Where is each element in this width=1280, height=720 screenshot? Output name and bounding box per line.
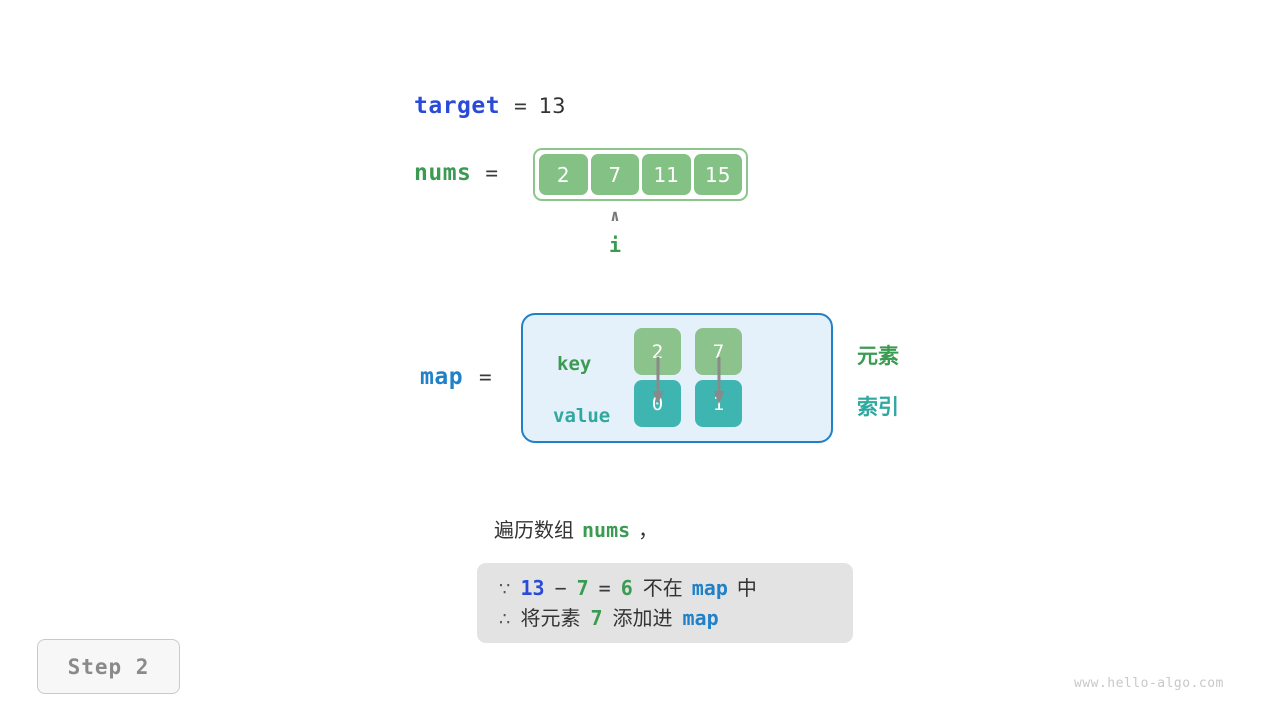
caption-prefix-text: 遍历数组 — [494, 518, 574, 542]
note-add-into-text: 添加进 — [612, 606, 673, 630]
explanation-note-box: ∵ 13 − 7 = 6 不在 map 中 ∴ 将元素 7 添加进 map — [477, 563, 853, 643]
caption-code-nums: nums — [582, 518, 631, 542]
note-equals-sign: = — [598, 576, 611, 600]
note-code-map: map — [682, 606, 719, 630]
target-equals-sign: = — [514, 94, 527, 118]
note-in-suffix-text: 中 — [736, 576, 757, 600]
nums-equals-sign: = — [485, 161, 499, 185]
target-variable-label: target — [414, 93, 501, 119]
note-line-1: ∵ 13 − 7 = 6 不在 map 中 — [499, 573, 831, 603]
key-to-value-arrow-icon — [652, 357, 664, 404]
pointer-label-i: i — [608, 233, 622, 257]
nums-variable-label: nums — [414, 160, 472, 186]
caption-suffix-text: ， — [638, 518, 659, 542]
map-value-row-label: value — [553, 405, 611, 427]
index-pointer-group: ∧ i — [591, 206, 639, 257]
legend-element-label: 元素 — [857, 344, 899, 368]
nums-array-container: 2 7 11 15 — [533, 148, 748, 201]
note-complement-value: 6 — [620, 576, 633, 600]
note-added-number: 7 — [590, 606, 603, 630]
hash-map-contents: key value 2 7 0 1 — [521, 313, 833, 443]
note-code-map: map — [691, 576, 728, 600]
key-to-value-arrow-icon — [713, 357, 725, 404]
note-target-value: 13 — [520, 576, 545, 600]
legend-index-label: 索引 — [857, 395, 899, 419]
array-cell: 2 — [539, 154, 588, 195]
array-cell: 11 — [642, 154, 691, 195]
therefore-symbol: ∴ — [499, 609, 511, 630]
map-key-row-label: key — [557, 353, 592, 375]
note-add-element-text: 将元素 — [520, 606, 581, 630]
map-variable-label: map — [420, 364, 464, 390]
note-current-number: 7 — [576, 576, 589, 600]
note-line-2: ∴ 将元素 7 添加进 map — [499, 603, 831, 633]
map-equals-sign: = — [479, 365, 492, 389]
note-not-in-text: 不在 — [642, 576, 683, 600]
caption-traverse-array: 遍历数组 nums ， — [494, 514, 658, 543]
target-assignment-row: target = 13 — [414, 93, 565, 119]
caret-up-icon: ∧ — [610, 206, 620, 225]
watermark-url: www.hello-algo.com — [1074, 676, 1224, 691]
note-minus-sign: − — [554, 576, 567, 600]
target-value: 13 — [538, 94, 566, 118]
map-assignment-row: map = — [420, 364, 492, 390]
nums-assignment-row: nums = — [414, 160, 498, 186]
array-cell: 15 — [693, 154, 742, 195]
step-badge: Step 2 — [37, 639, 180, 694]
because-symbol: ∵ — [499, 579, 511, 600]
array-cell: 7 — [590, 154, 639, 195]
